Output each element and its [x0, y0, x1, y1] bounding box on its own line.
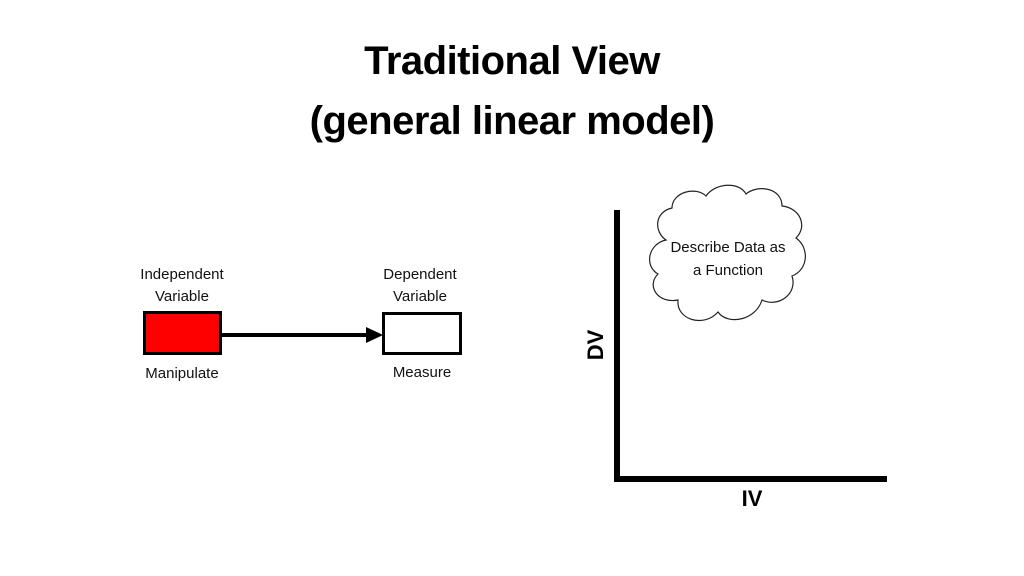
arrow-head-icon — [366, 327, 383, 343]
dependent-variable-box — [382, 312, 462, 355]
x-axis — [614, 476, 887, 482]
y-axis — [614, 210, 620, 482]
dependent-variable-label: Dependent Variable — [356, 264, 484, 308]
cloud-callout-shape — [649, 184, 806, 322]
manipulate-label: Manipulate — [145, 365, 219, 382]
independent-variable-label: Independent Variable — [118, 264, 246, 308]
dependent-variable-label-line-2: Variable — [393, 288, 447, 305]
slide-title-line-1: Traditional View — [364, 39, 660, 83]
slide-title-line-2: (general linear model) — [309, 99, 715, 143]
y-axis-label: DV — [583, 329, 608, 361]
independent-variable-label-line-2: Variable — [155, 288, 209, 305]
independent-variable-box — [143, 311, 222, 355]
cloud-callout-text: Describe Data as a Function — [650, 236, 806, 282]
measure-label: Measure — [392, 364, 452, 381]
arrow-connector — [222, 327, 383, 343]
independent-variable-label-line-1: Independent — [140, 266, 224, 283]
cloud-text-line-2: a Function — [692, 262, 764, 279]
cloud-text-line-1: Describe Data as — [670, 239, 786, 256]
x-axis-label: IV — [741, 486, 763, 511]
dependent-variable-label-line-1: Dependent — [383, 266, 457, 283]
